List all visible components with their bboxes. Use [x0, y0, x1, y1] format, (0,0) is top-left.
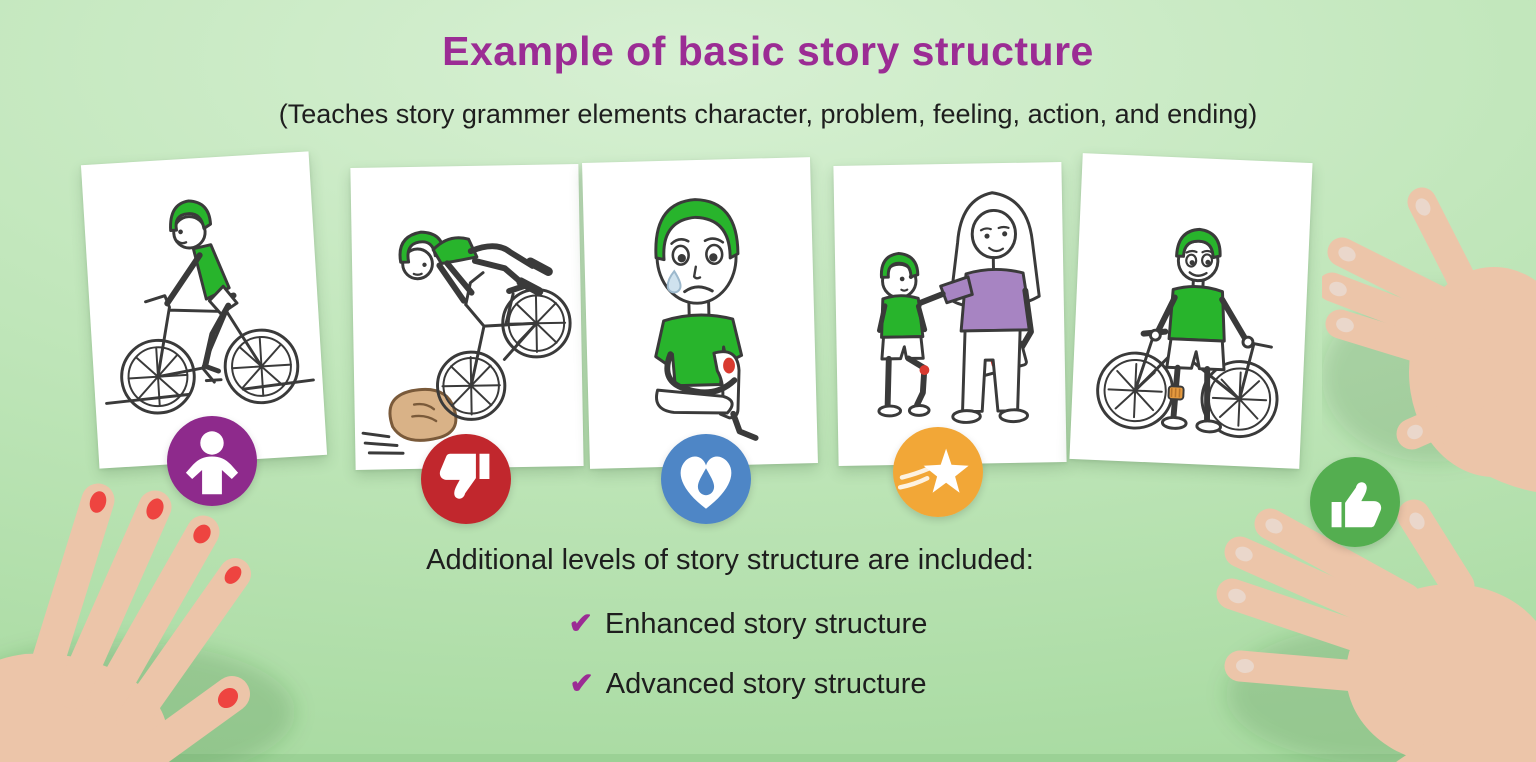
pale-nails: [1329, 198, 1431, 440]
checkmark-icon: ✔: [568, 608, 593, 640]
character-badge: [167, 416, 257, 506]
story-card-action: [833, 162, 1067, 466]
sad-boy-illustration: [654, 198, 759, 441]
story-card-ending: [1069, 153, 1313, 469]
child-hand-top-right-illustration: [1317, 187, 1536, 492]
shooting-star-icon: [893, 427, 983, 517]
child-hand-bottom-right: [1196, 494, 1536, 762]
bike-crash-illustration: [361, 230, 572, 455]
checkmark-icon: ✔: [569, 668, 594, 700]
child-hand-top-right: [1317, 182, 1536, 492]
ending-badge: [1310, 457, 1400, 547]
story-card-problem: [350, 164, 584, 470]
feeling-badge: [661, 434, 751, 524]
child-hand-bottom-right-illustration: [1216, 499, 1536, 762]
child-hand-left-illustration: [0, 483, 295, 762]
action-badge: [893, 427, 983, 517]
child-hand-left: [0, 462, 400, 762]
person-icon: [167, 416, 257, 506]
additional-levels-heading: Additional levels of story structure are…: [426, 544, 1034, 576]
thumbs-up-icon: [1310, 457, 1400, 547]
table-edge: [0, 754, 1536, 762]
page-title: Example of basic story structure: [442, 28, 1094, 74]
thumbs-down-icon: [421, 434, 511, 524]
red-painted-nails: [89, 491, 242, 709]
pale-nails: [1228, 512, 1425, 674]
enhanced-story-structure-item: ✔ Enhanced story structure: [0, 606, 1496, 641]
problem-badge: [421, 434, 511, 524]
check-item-label: Enhanced story structure: [604, 608, 928, 640]
story-card-feeling: [582, 157, 818, 469]
heart-teardrop-icon: [661, 434, 751, 524]
mom-helping-boy-illustration: [876, 191, 1041, 424]
story-card-character: [80, 151, 328, 469]
advanced-story-structure-item: ✔ Advanced story structure: [0, 666, 1496, 701]
subtitle: (Teaches story grammer elements characte…: [278, 99, 1258, 129]
bike-riding-illustration: [105, 199, 315, 415]
check-item-label: Advanced story structure: [605, 668, 927, 700]
boy-with-bike-illustration: [1096, 227, 1279, 439]
